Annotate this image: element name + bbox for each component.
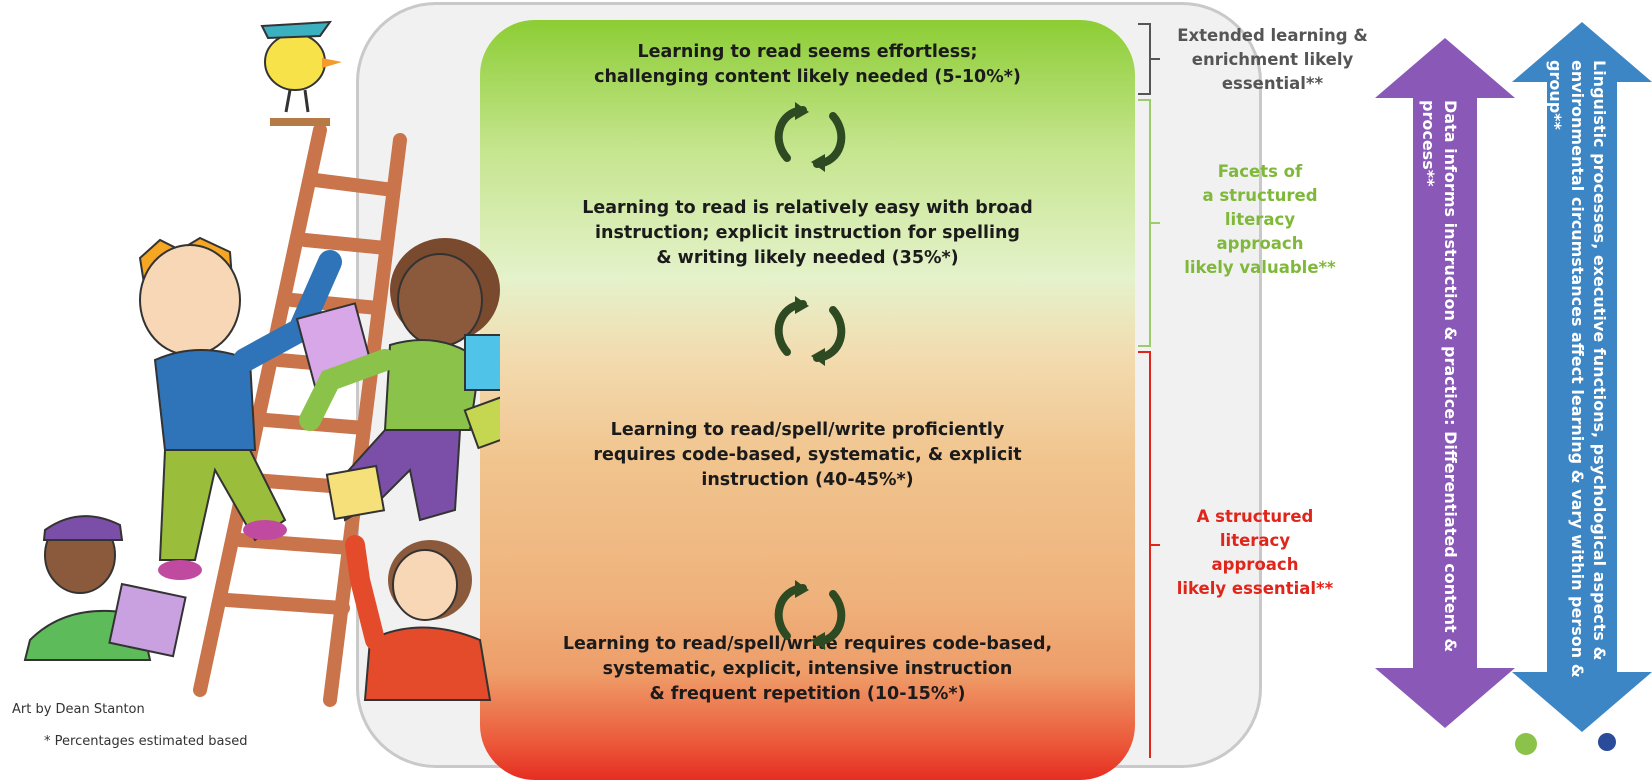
level-1-text: Learning to read seems effortless; chall…	[594, 42, 1021, 87]
bracket-label-valuable: Facets of a structured literacy approach…	[1184, 162, 1336, 277]
cycle-arrows-icon	[774, 102, 846, 172]
level-2-text: Learning to read is relatively easy with…	[582, 198, 1033, 268]
reaching-girl	[345, 535, 492, 701]
bracket-label-enrichment: Extended learning & enrichment likely es…	[1177, 26, 1368, 93]
level-3-text: Learning to read/spell/write proficientl…	[593, 420, 1022, 490]
bracket-label-essential: A structured literacy approach likely es…	[1176, 507, 1334, 598]
blue-arrow-text: Linguistic processes, executive function…	[1546, 60, 1609, 678]
bird-icon	[260, 20, 342, 126]
continuum-gradient-panel	[480, 20, 1135, 780]
bracket-lines	[1138, 23, 1160, 758]
art-credit: Art by Dean Stanton	[12, 702, 145, 717]
level-4-text: Learning to read/spell/write requires co…	[562, 634, 1053, 704]
green-dot	[1515, 733, 1537, 755]
ladder-illustration	[23, 20, 500, 707]
reading-boy	[23, 515, 187, 661]
climbing-girl	[299, 238, 500, 522]
purple-double-arrow	[1375, 38, 1515, 728]
cycle-arrows-icon	[774, 580, 846, 650]
blue-dot	[1598, 733, 1616, 751]
footnote-text: * Percentages estimated based	[44, 734, 248, 749]
blue-double-arrow	[1512, 22, 1652, 732]
cycle-arrows-icon	[774, 296, 846, 366]
purple-arrow-text: Data informs instruction & practice: Dif…	[1419, 100, 1460, 653]
climbing-boy	[138, 236, 375, 580]
